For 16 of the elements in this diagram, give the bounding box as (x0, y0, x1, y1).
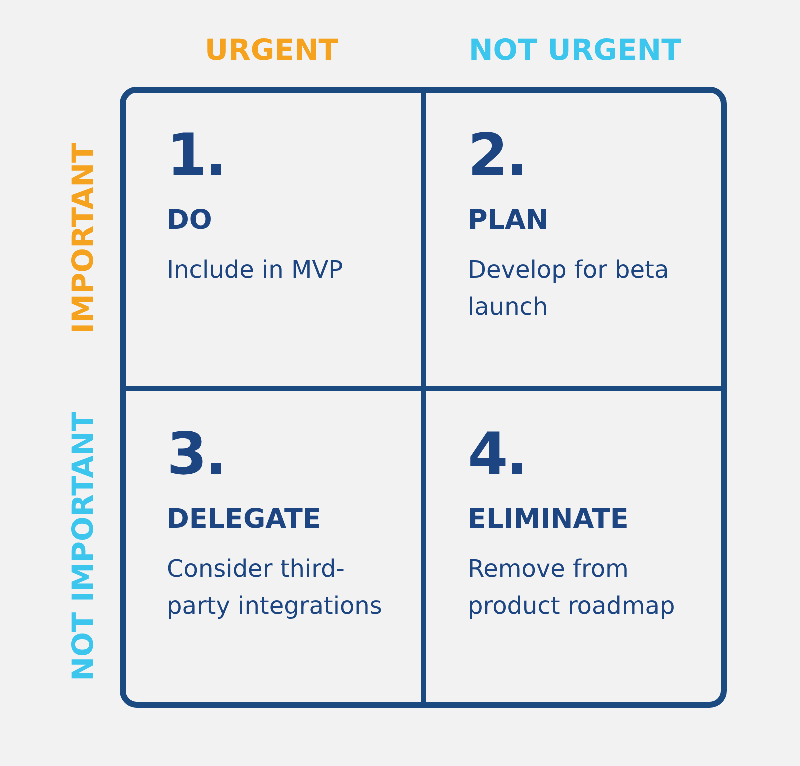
quadrant-title: DELEGATE (167, 504, 322, 536)
column-header: URGENT (205, 36, 339, 64)
quadrant-description: Consider third-party integrations (167, 554, 384, 622)
row-header: IMPORTANT (68, 142, 98, 334)
quadrant-description: Include in MVP (167, 255, 344, 286)
quadrant-title: ELIMINATE (468, 504, 629, 536)
row-header: NOT IMPORTANT (68, 411, 98, 681)
quadrant-number: 4. (468, 425, 526, 483)
quadrant-number: 1. (167, 126, 226, 184)
quadrant-number: 3. (167, 425, 226, 483)
quadrant-description: Remove from product roadmap (468, 554, 676, 622)
quadrant-title: PLAN (468, 205, 548, 238)
column-header: NOT URGENT (469, 36, 682, 64)
quadrant-number: 2. (468, 126, 526, 184)
quadrant-title: DO (167, 205, 212, 238)
quadrant-description: Develop for beta launch (468, 255, 670, 324)
